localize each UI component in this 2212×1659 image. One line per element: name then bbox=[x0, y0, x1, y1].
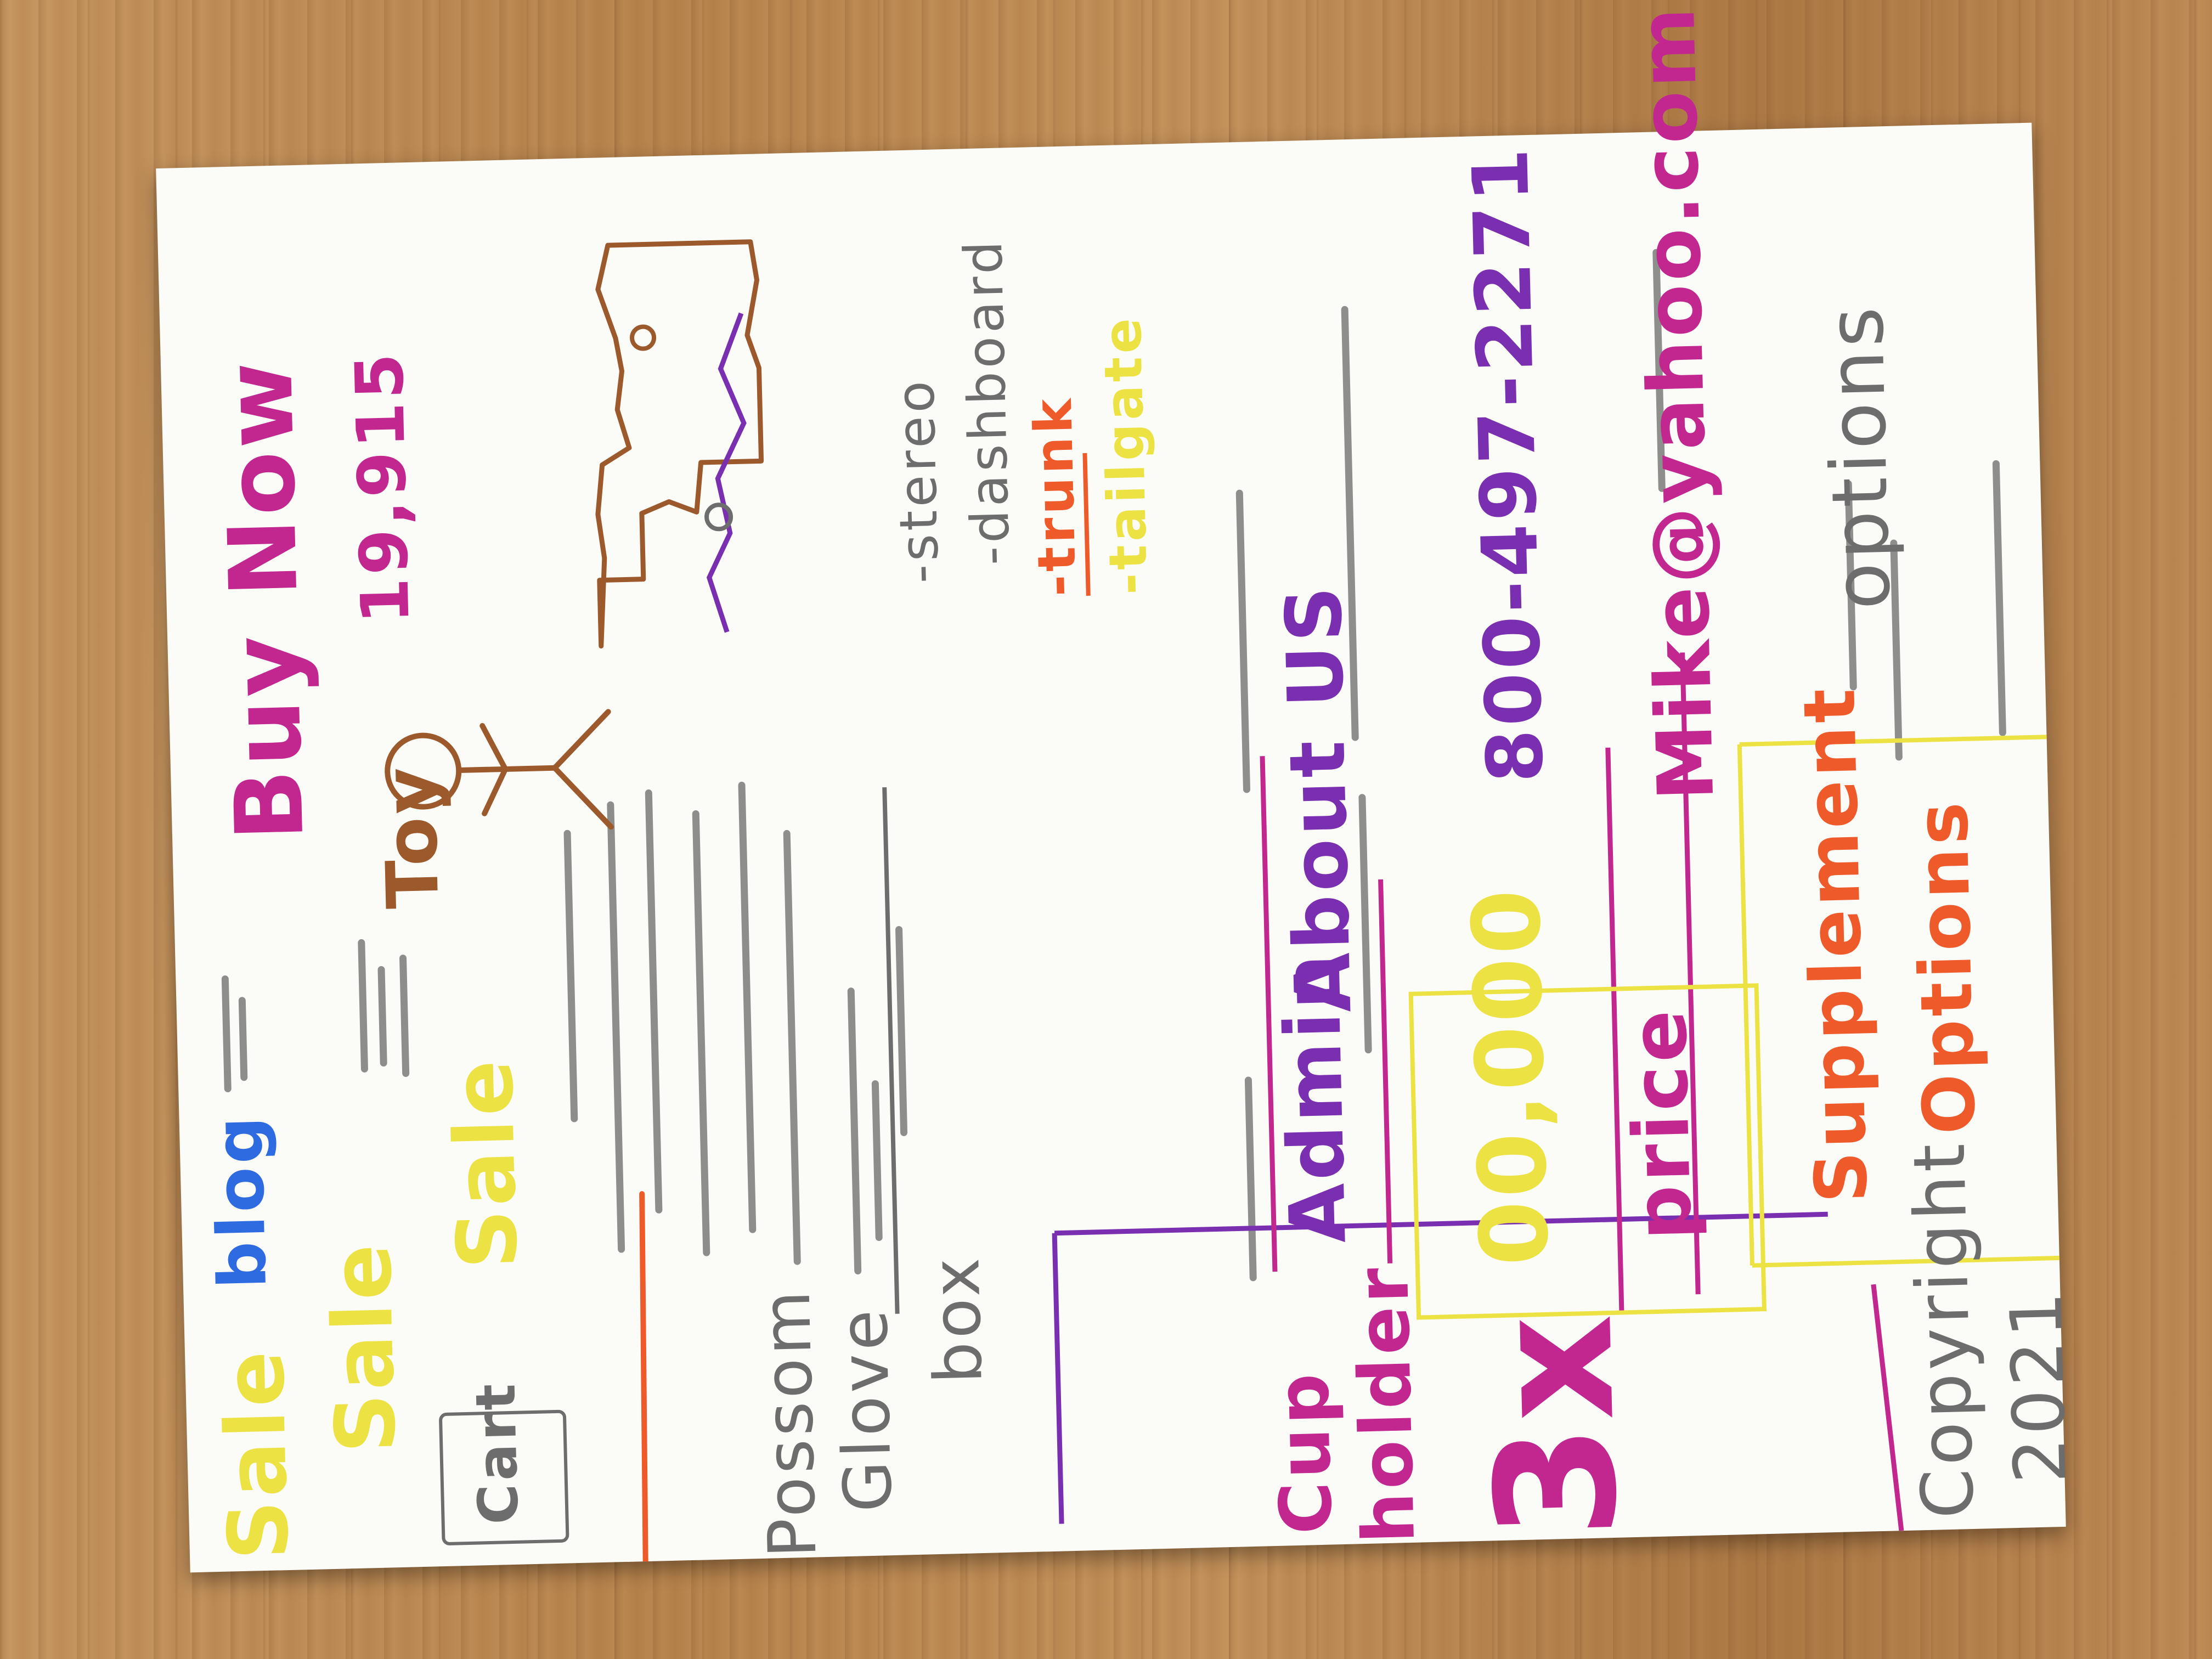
divider-line bbox=[1260, 756, 1278, 1272]
car-icon bbox=[595, 239, 764, 649]
underline bbox=[1082, 453, 1091, 596]
big-number: 00,000 bbox=[1452, 884, 1570, 1267]
cup-holder-line: Cup bbox=[1261, 1369, 1348, 1536]
product-name-line: Possom bbox=[748, 1286, 832, 1559]
placeholder-line bbox=[645, 789, 663, 1214]
stick-figure-icon bbox=[385, 709, 614, 830]
divider-line bbox=[639, 1191, 648, 1570]
supplement-line: Options bbox=[1900, 798, 1992, 1136]
divider-line bbox=[1737, 744, 1754, 1266]
placeholder-line bbox=[1844, 480, 1857, 691]
sale-label[interactable]: Sale bbox=[206, 1346, 308, 1561]
scribble-lines bbox=[221, 249, 2066, 1570]
product-name-line: box bbox=[918, 1254, 997, 1385]
placeholder-line bbox=[871, 1080, 883, 1242]
placeholder-line bbox=[895, 926, 908, 1136]
divider-line bbox=[1052, 1233, 1064, 1524]
placeholder-line bbox=[1341, 306, 1359, 741]
divider-line bbox=[1871, 1284, 1904, 1531]
buy-now-button[interactable]: Buy Now bbox=[204, 357, 325, 842]
nav-about-us[interactable]: About US bbox=[1269, 582, 1369, 1014]
blog-link[interactable]: blog bbox=[201, 1112, 282, 1290]
placeholder-line bbox=[692, 810, 710, 1256]
placeholder-line bbox=[1652, 249, 1666, 492]
placeholder-line bbox=[783, 830, 801, 1265]
divider-line bbox=[1378, 879, 1393, 1263]
placeholder-line bbox=[1358, 794, 1372, 1054]
divider-line bbox=[1739, 734, 2058, 747]
divider-line bbox=[1752, 1255, 2066, 1268]
cup-holder-line: holder bbox=[1340, 1263, 1431, 1544]
phone-number[interactable]: 800-497-2271 bbox=[1455, 144, 1561, 784]
placeholder-line bbox=[1235, 489, 1250, 793]
price-top: 19,915 bbox=[341, 349, 425, 625]
divider-line bbox=[1605, 747, 1624, 1313]
placeholder-line bbox=[399, 955, 410, 1077]
placeholder-line bbox=[607, 801, 625, 1253]
multiplier: 3x bbox=[1457, 1310, 1654, 1542]
placeholder-line bbox=[221, 975, 232, 1092]
supplement-line: Supplement bbox=[1787, 684, 1884, 1204]
divider-line bbox=[882, 787, 900, 1314]
feature-trunk: -trunk bbox=[1023, 394, 1088, 597]
placeholder-line bbox=[847, 988, 862, 1275]
placeholder-line bbox=[238, 997, 248, 1081]
copyright-line: Copyright bbox=[1897, 1139, 1990, 1520]
sale-label[interactable]: Sale bbox=[436, 1056, 537, 1271]
divider-line bbox=[1054, 1211, 1828, 1236]
feature-dashboard: -dashboard bbox=[953, 237, 1022, 566]
sale-label[interactable]: Sale bbox=[314, 1240, 415, 1454]
product-name-line: Glove bbox=[826, 1305, 907, 1513]
placeholder-line bbox=[1890, 539, 1903, 761]
placeholder-line bbox=[1992, 460, 2006, 736]
placeholder-line bbox=[1244, 1076, 1257, 1282]
feature-tailgate: -tailgate bbox=[1092, 314, 1160, 596]
cart-label: Cart bbox=[463, 1380, 531, 1526]
divider-line bbox=[1680, 652, 1701, 1295]
divider-line bbox=[1408, 983, 1767, 1320]
cart-button[interactable]: Cart bbox=[438, 1380, 569, 1546]
feature-stereo: -stereo bbox=[885, 377, 951, 584]
placeholder-line bbox=[358, 939, 368, 1073]
placeholder-line bbox=[738, 781, 757, 1233]
placeholder-line bbox=[563, 830, 578, 1122]
price-label: price bbox=[1614, 1006, 1709, 1242]
copyright-line: 2021 bbox=[1994, 1288, 2083, 1485]
options-label[interactable]: options bbox=[1811, 302, 1908, 611]
paper-sheet: Sale blog Sale Sale Cart Toy Buy Now 19,… bbox=[156, 3, 2083, 1573]
placeholder-line bbox=[377, 966, 387, 1067]
